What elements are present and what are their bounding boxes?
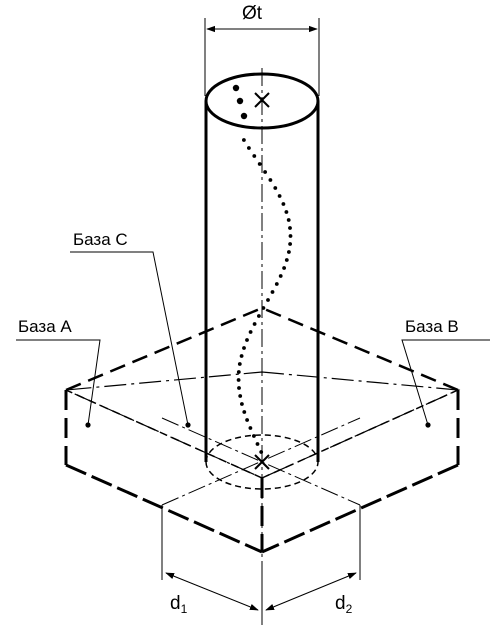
d1-sub: 1: [180, 602, 188, 616]
axis-dot: [240, 402, 244, 406]
axis-dot: [266, 298, 270, 302]
axis-dot: [259, 450, 264, 454]
datum-leaders: [16, 251, 490, 426]
datum-c-label: База С: [73, 230, 128, 249]
axis-dot: [257, 162, 262, 166]
axis-dot: [242, 138, 246, 142]
axis-dot: [232, 84, 240, 92]
d1-label: d1: [170, 594, 187, 615]
axis-dot: [248, 426, 253, 430]
axis-dot: [238, 394, 243, 398]
axis-dot: [237, 362, 242, 366]
diameter-label: Øt: [242, 3, 263, 24]
dotted-actual-axis: [232, 84, 293, 454]
axis-dot: [245, 338, 249, 342]
axis-dot: [263, 170, 267, 174]
d2-main: d: [335, 593, 346, 614]
axis-dot: [237, 386, 241, 390]
axis-dot: [257, 314, 261, 318]
axis-dot: [239, 354, 244, 358]
datum-b-label: База В: [405, 317, 459, 336]
axis-dot: [252, 434, 256, 438]
axis-dot: [281, 202, 286, 206]
axis-dot: [277, 194, 282, 198]
axis-dot: [240, 112, 248, 120]
axis-dot: [268, 178, 273, 182]
d2-sub: 2: [345, 602, 353, 616]
axis-dot: [284, 258, 289, 262]
axis-dot: [273, 186, 278, 190]
axis-dot: [270, 290, 275, 294]
axis-dot: [288, 242, 292, 246]
axis-dot: [278, 274, 283, 278]
axis-dot: [255, 442, 260, 446]
diameter-dimension: [204, 18, 320, 96]
axis-dot: [287, 250, 291, 254]
axis-dot: [252, 322, 257, 326]
axis-dot: [282, 266, 286, 270]
axis-dot: [274, 282, 279, 286]
datum-leader-dots: [85, 422, 431, 428]
axis-dot: [236, 97, 244, 105]
axis-dot: [288, 234, 293, 238]
axis-dot: [286, 218, 291, 222]
axis-dot: [252, 154, 257, 158]
axis-dot: [247, 146, 251, 150]
axis-dot: [236, 378, 241, 382]
d1-main: d: [170, 593, 181, 614]
datum-planes: [63, 306, 461, 554]
offset-dimensions: [161, 505, 361, 625]
axis-dot: [261, 306, 266, 310]
axis-dot: [245, 418, 250, 422]
axis-dot: [284, 210, 289, 214]
axis-dot: [242, 410, 247, 414]
axis-dot: [288, 226, 292, 230]
datum-a-label: База А: [18, 317, 72, 336]
axis-dot: [242, 346, 246, 350]
axis-dot: [248, 330, 253, 334]
axis-dot: [236, 370, 241, 374]
d2-label: d2: [335, 594, 352, 615]
